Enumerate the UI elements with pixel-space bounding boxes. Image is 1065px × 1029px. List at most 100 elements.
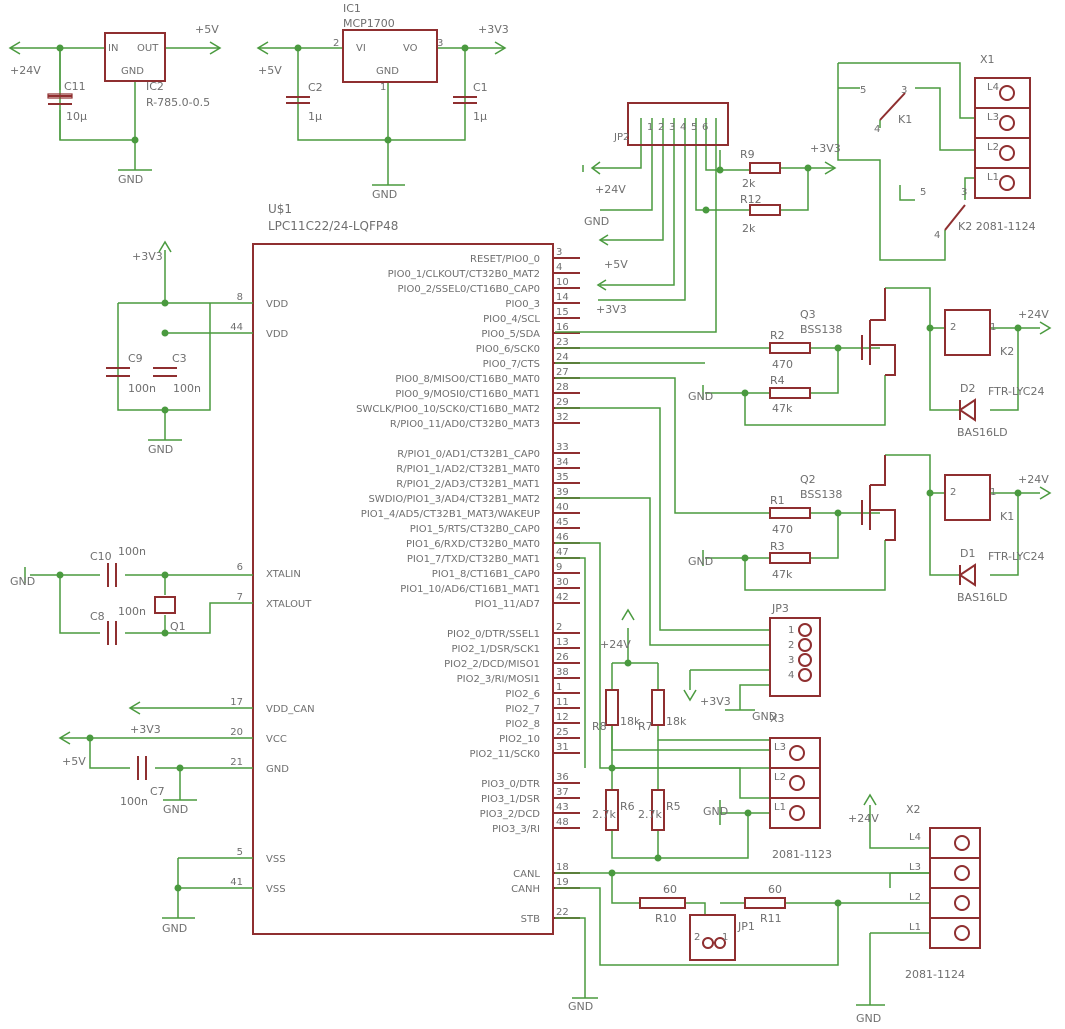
mcu-pin-number: 16 bbox=[556, 322, 569, 333]
net-label: K1 bbox=[898, 113, 912, 126]
net-label: +3V3 bbox=[596, 303, 627, 316]
net-label: 2 bbox=[658, 122, 664, 133]
parts bbox=[8, 29, 1052, 1006]
net-label: R5 bbox=[666, 800, 681, 813]
mcu-pin-label: PIO0_7/CTS bbox=[483, 359, 540, 370]
mcu-pin-number: 31 bbox=[556, 742, 569, 753]
net-label: +3V3 bbox=[810, 142, 841, 155]
net-label: 1 bbox=[380, 82, 386, 93]
net-label: 47k bbox=[772, 402, 793, 415]
net-label: L1 bbox=[774, 802, 786, 813]
net-label: K1 bbox=[1000, 510, 1014, 523]
mcu-pin-label: R/PIO0_11/AD0/CT32B0_MAT3 bbox=[390, 419, 540, 430]
mcu-pin-label: PIO1_11/AD7 bbox=[475, 599, 540, 610]
net-label: 3 bbox=[437, 38, 443, 49]
net-label: 100n bbox=[128, 382, 156, 395]
net-label: +24V bbox=[848, 812, 879, 825]
net-label: 2081-1123 bbox=[772, 848, 832, 861]
mcu-pin-label: PIO0_8/MISO0/CT16B0_MAT0 bbox=[395, 374, 540, 385]
mcu-pin-number: 12 bbox=[556, 712, 569, 723]
mcu-pin-number: 32 bbox=[556, 412, 569, 423]
net-label: GND bbox=[162, 922, 187, 935]
mcu-pin-label: PIO2_1/DSR/SCK1 bbox=[451, 644, 540, 655]
net-label: 100n bbox=[173, 382, 201, 395]
mcu-pin-number: 19 bbox=[556, 877, 569, 888]
net-label: 1µ bbox=[308, 110, 322, 123]
net-label: 2.7k bbox=[592, 808, 616, 821]
mcu-pin-number: 13 bbox=[556, 637, 569, 648]
mcu-pin-label: XTALOUT bbox=[266, 599, 312, 610]
mcu-pin-number: 10 bbox=[556, 277, 569, 288]
mcu-pin-label: PIO2_2/DCD/MISO1 bbox=[444, 659, 540, 670]
net-label: 100n bbox=[120, 795, 148, 808]
net-label: BAS16LD bbox=[957, 591, 1008, 604]
mcu-pin-number: 33 bbox=[556, 442, 569, 453]
mcu-pin-label: PIO0_6/SCK0 bbox=[476, 344, 540, 355]
mcu-pin-label: PIO3_1/DSR bbox=[481, 794, 540, 805]
mcu-pin-number: 27 bbox=[556, 367, 569, 378]
jp2-body bbox=[627, 102, 729, 146]
net-label: OUT bbox=[137, 43, 159, 54]
net-label: C10 bbox=[90, 550, 112, 563]
net-label: GND bbox=[10, 575, 35, 588]
net-label: C2 bbox=[308, 81, 323, 94]
net-label: GND bbox=[372, 188, 397, 201]
mcu-pin-number: 11 bbox=[556, 697, 569, 708]
mcu-pin-number: 20 bbox=[230, 727, 243, 738]
net-label: R9 bbox=[740, 148, 755, 161]
net-label: 5 bbox=[860, 85, 866, 96]
mcu-pin-number: 35 bbox=[556, 472, 569, 483]
mcu-pin-number: 3 bbox=[556, 247, 562, 258]
net-label: L4 bbox=[909, 832, 921, 843]
net-label: +3V3 bbox=[700, 695, 731, 708]
net-label: R4 bbox=[770, 374, 785, 387]
mcu-pin-label: RESET/PIO0_0 bbox=[470, 254, 540, 265]
ic1-body bbox=[342, 29, 438, 83]
mcu-pin-number: 47 bbox=[556, 547, 569, 558]
net-label: +24V bbox=[595, 183, 626, 196]
net-label: +3V3 bbox=[132, 250, 163, 263]
net-label: R11 bbox=[760, 912, 782, 925]
mcu-pin-number: 36 bbox=[556, 772, 569, 783]
mcu-part: LPC11C22/24-LQFP48 bbox=[268, 219, 398, 233]
mcu-pin-label: PIO0_5/SDA bbox=[481, 329, 540, 340]
mcu-pin-label: PIO2_10 bbox=[499, 734, 540, 745]
mcu-pin-label: PIO0_3 bbox=[505, 299, 540, 310]
mcu-pin-number: 4 bbox=[556, 262, 562, 273]
net-label: R-785.0-0.5 bbox=[146, 96, 210, 109]
net-label: BSS138 bbox=[800, 323, 842, 336]
mcu-pin-number: 14 bbox=[556, 292, 569, 303]
mcu-pin-label: PIO3_2/DCD bbox=[480, 809, 541, 820]
mcu-pin-label: CANL bbox=[513, 869, 540, 880]
mcu-pin-number: 24 bbox=[556, 352, 569, 363]
net-label: GND bbox=[584, 215, 609, 228]
net-label: GND bbox=[118, 173, 143, 186]
net-label: L1 bbox=[987, 172, 999, 183]
net-label: 1 bbox=[788, 625, 794, 636]
net-label: R8 bbox=[592, 720, 607, 733]
mcu-pin-number: 48 bbox=[556, 817, 569, 828]
net-label: 470 bbox=[772, 523, 793, 536]
junctions bbox=[56, 44, 1022, 907]
mcu-pin-label: SWCLK/PIO0_10/SCK0/CT16B0_MAT2 bbox=[356, 404, 540, 415]
mcu-pin-label: GND bbox=[266, 764, 289, 775]
mcu-pin-label: PIO2_0/DTR/SSEL1 bbox=[447, 629, 540, 640]
mcu-pin-number: 7 bbox=[237, 592, 243, 603]
mcu-pin-label: VSS bbox=[266, 854, 286, 865]
mcu-pin-number: 25 bbox=[556, 727, 569, 738]
net-label: +24V bbox=[10, 64, 41, 77]
net-label: C11 bbox=[64, 80, 86, 93]
net-label: K2 bbox=[1000, 345, 1014, 358]
net-label: Q2 bbox=[800, 473, 816, 486]
net-label: 5 bbox=[920, 187, 926, 198]
mcu-pin-label: R/PIO1_2/AD3/CT32B1_MAT1 bbox=[396, 479, 540, 490]
net-label: 60 bbox=[768, 883, 782, 896]
net-label: 2 bbox=[788, 640, 794, 651]
net-label: L1 bbox=[909, 922, 921, 933]
net-label: 4 bbox=[788, 670, 794, 681]
mcu-pin-label: PIO2_6 bbox=[505, 689, 540, 700]
net-label: GND bbox=[376, 66, 399, 77]
mcu-pin-number: 29 bbox=[556, 397, 569, 408]
ic2-body bbox=[104, 32, 166, 82]
mcu-pin-label: XTALIN bbox=[266, 569, 301, 580]
